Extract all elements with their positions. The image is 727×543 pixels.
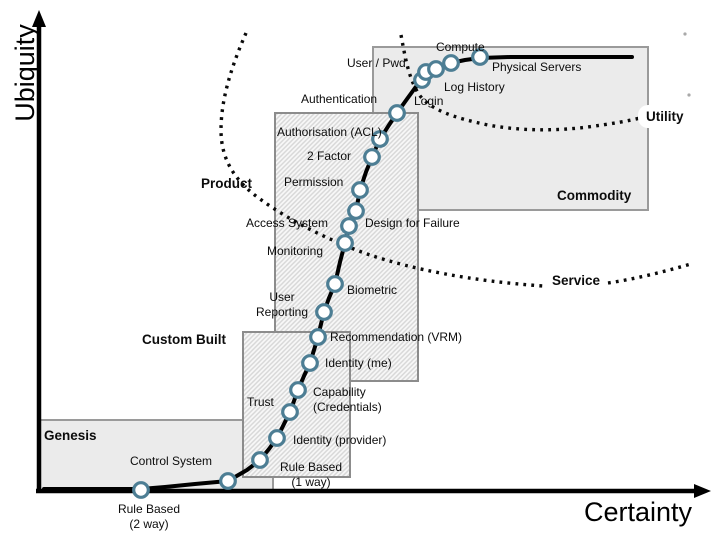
node-label-login: Login [414,94,444,108]
x-axis-arrow [694,484,711,498]
node-label-control-system: Control System [130,454,213,468]
stage-label-custom-built: Custom Built [142,332,226,347]
node-label-rule-based-1way: Rule Based (1 way) [279,460,343,489]
node-trust [281,403,299,421]
node-log-history [427,60,445,78]
node-control-system [219,472,237,490]
stage-boxes [39,46,649,491]
node-label-monitoring: Monitoring [267,244,324,258]
utility-arc [399,34,645,132]
utility-arc-specks [683,32,691,97]
node-physical-servers [471,48,489,66]
boundary-label-utility: Utility [638,105,692,128]
node-label-physical-servers: Physical Servers [492,60,582,74]
node-recommendation-vrm [309,328,327,346]
node-label-access-system: Access System [246,216,329,230]
node-label-user-reporting: User Reporting [255,290,309,319]
node-label-log-history: Log History [444,80,505,94]
stage-label-commodity: Commodity [557,188,632,203]
x-axis-label: Certainty [584,497,693,527]
node-capability [289,381,307,399]
node-user-reporting [315,303,333,321]
node-authentication [388,104,406,122]
node-rule-based-2way [132,481,150,499]
stage-label-genesis: Genesis [44,428,97,443]
node-label-rule-based-2way: Rule Based (2 way) [117,502,181,531]
node-label-design-for-failure: Design for Failure [365,216,460,230]
node-label-identity-provider: Identity (provider) [293,433,387,447]
stage-label-product: Product [201,176,253,191]
node-permission [351,181,369,199]
node-access-system [340,217,358,235]
node-monitoring [336,234,354,252]
node-compute [442,54,460,72]
boundary-label-service: Service [552,273,601,288]
component-nodes [132,48,489,499]
node-authorisation-acl [371,130,389,148]
node-label-authentication: Authentication [301,92,378,106]
boundary-arcs [219,32,692,288]
node-identity-provider [268,429,286,447]
y-axis-label: Ubiquity [10,24,40,122]
node-label-identity-me: Identity (me) [325,356,392,370]
node-label-recommendation-vrm: Recommendation (VRM) [330,330,463,344]
node-label-compute: Compute [436,40,485,54]
node-label-two-factor: 2 Factor [307,149,352,163]
node-label-permission: Permission [284,175,344,189]
node-label-trust: Trust [247,395,274,409]
service-arc [219,32,544,288]
node-biometric [326,275,344,293]
node-identity-me [301,354,319,372]
node-label-user-pwd: User / Pwd [347,56,406,70]
node-label-authorisation-acl: Authorisation (ACL) [277,125,382,139]
node-rule-based-1way [251,451,269,469]
node-two-factor [363,148,381,166]
node-label-capability: Capability (Credentials) [313,385,382,414]
y-axis-arrow [32,10,46,27]
service-arc-right [607,262,692,285]
node-design-for-failure [347,202,365,220]
node-label-biometric: Biometric [347,283,398,297]
